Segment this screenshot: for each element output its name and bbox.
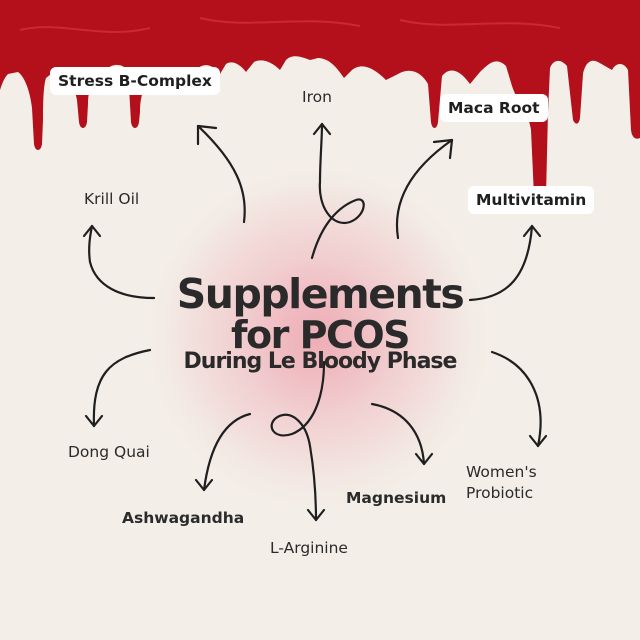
label-dong-quai: Dong Quai	[68, 443, 150, 461]
arrow-to-womens-probiotic	[490, 350, 548, 448]
label-maca-root: Maca Root	[440, 94, 548, 122]
arrow-to-dong-quai	[84, 348, 152, 428]
arrow-to-magnesium	[370, 402, 434, 466]
title-subtitle: During Le Bloody Phase	[183, 349, 458, 374]
label-stress-b-complex: Stress B-Complex	[50, 67, 220, 95]
label-iron: Iron	[302, 88, 332, 106]
label-magnesium: Magnesium	[346, 489, 447, 507]
arrow-to-multivitamin	[468, 224, 542, 302]
arrow-to-maca-root	[395, 138, 454, 240]
arrow-to-ashwagandha	[194, 412, 252, 492]
blood-drip-highlight	[19, 17, 561, 33]
blood-drip-shape	[0, 0, 640, 208]
arrow-to-krill-oil	[82, 224, 156, 300]
arrow-to-iron	[310, 122, 365, 260]
label-l-arginine: L-Arginine	[270, 539, 348, 557]
label-ashwagandha: Ashwagandha	[122, 509, 245, 527]
title-line-2: for PCOS	[230, 313, 411, 357]
label-womens-probiotic: Women's Probiotic	[466, 463, 537, 502]
arrow-to-stress-b-complex	[196, 124, 246, 224]
label-krill-oil: Krill Oil	[84, 190, 140, 208]
label-multivitamin: Multivitamin	[468, 186, 595, 214]
central-glow	[168, 180, 468, 480]
arrow-to-l-arginine	[270, 360, 326, 522]
title-line-1: Supplements	[176, 270, 465, 318]
